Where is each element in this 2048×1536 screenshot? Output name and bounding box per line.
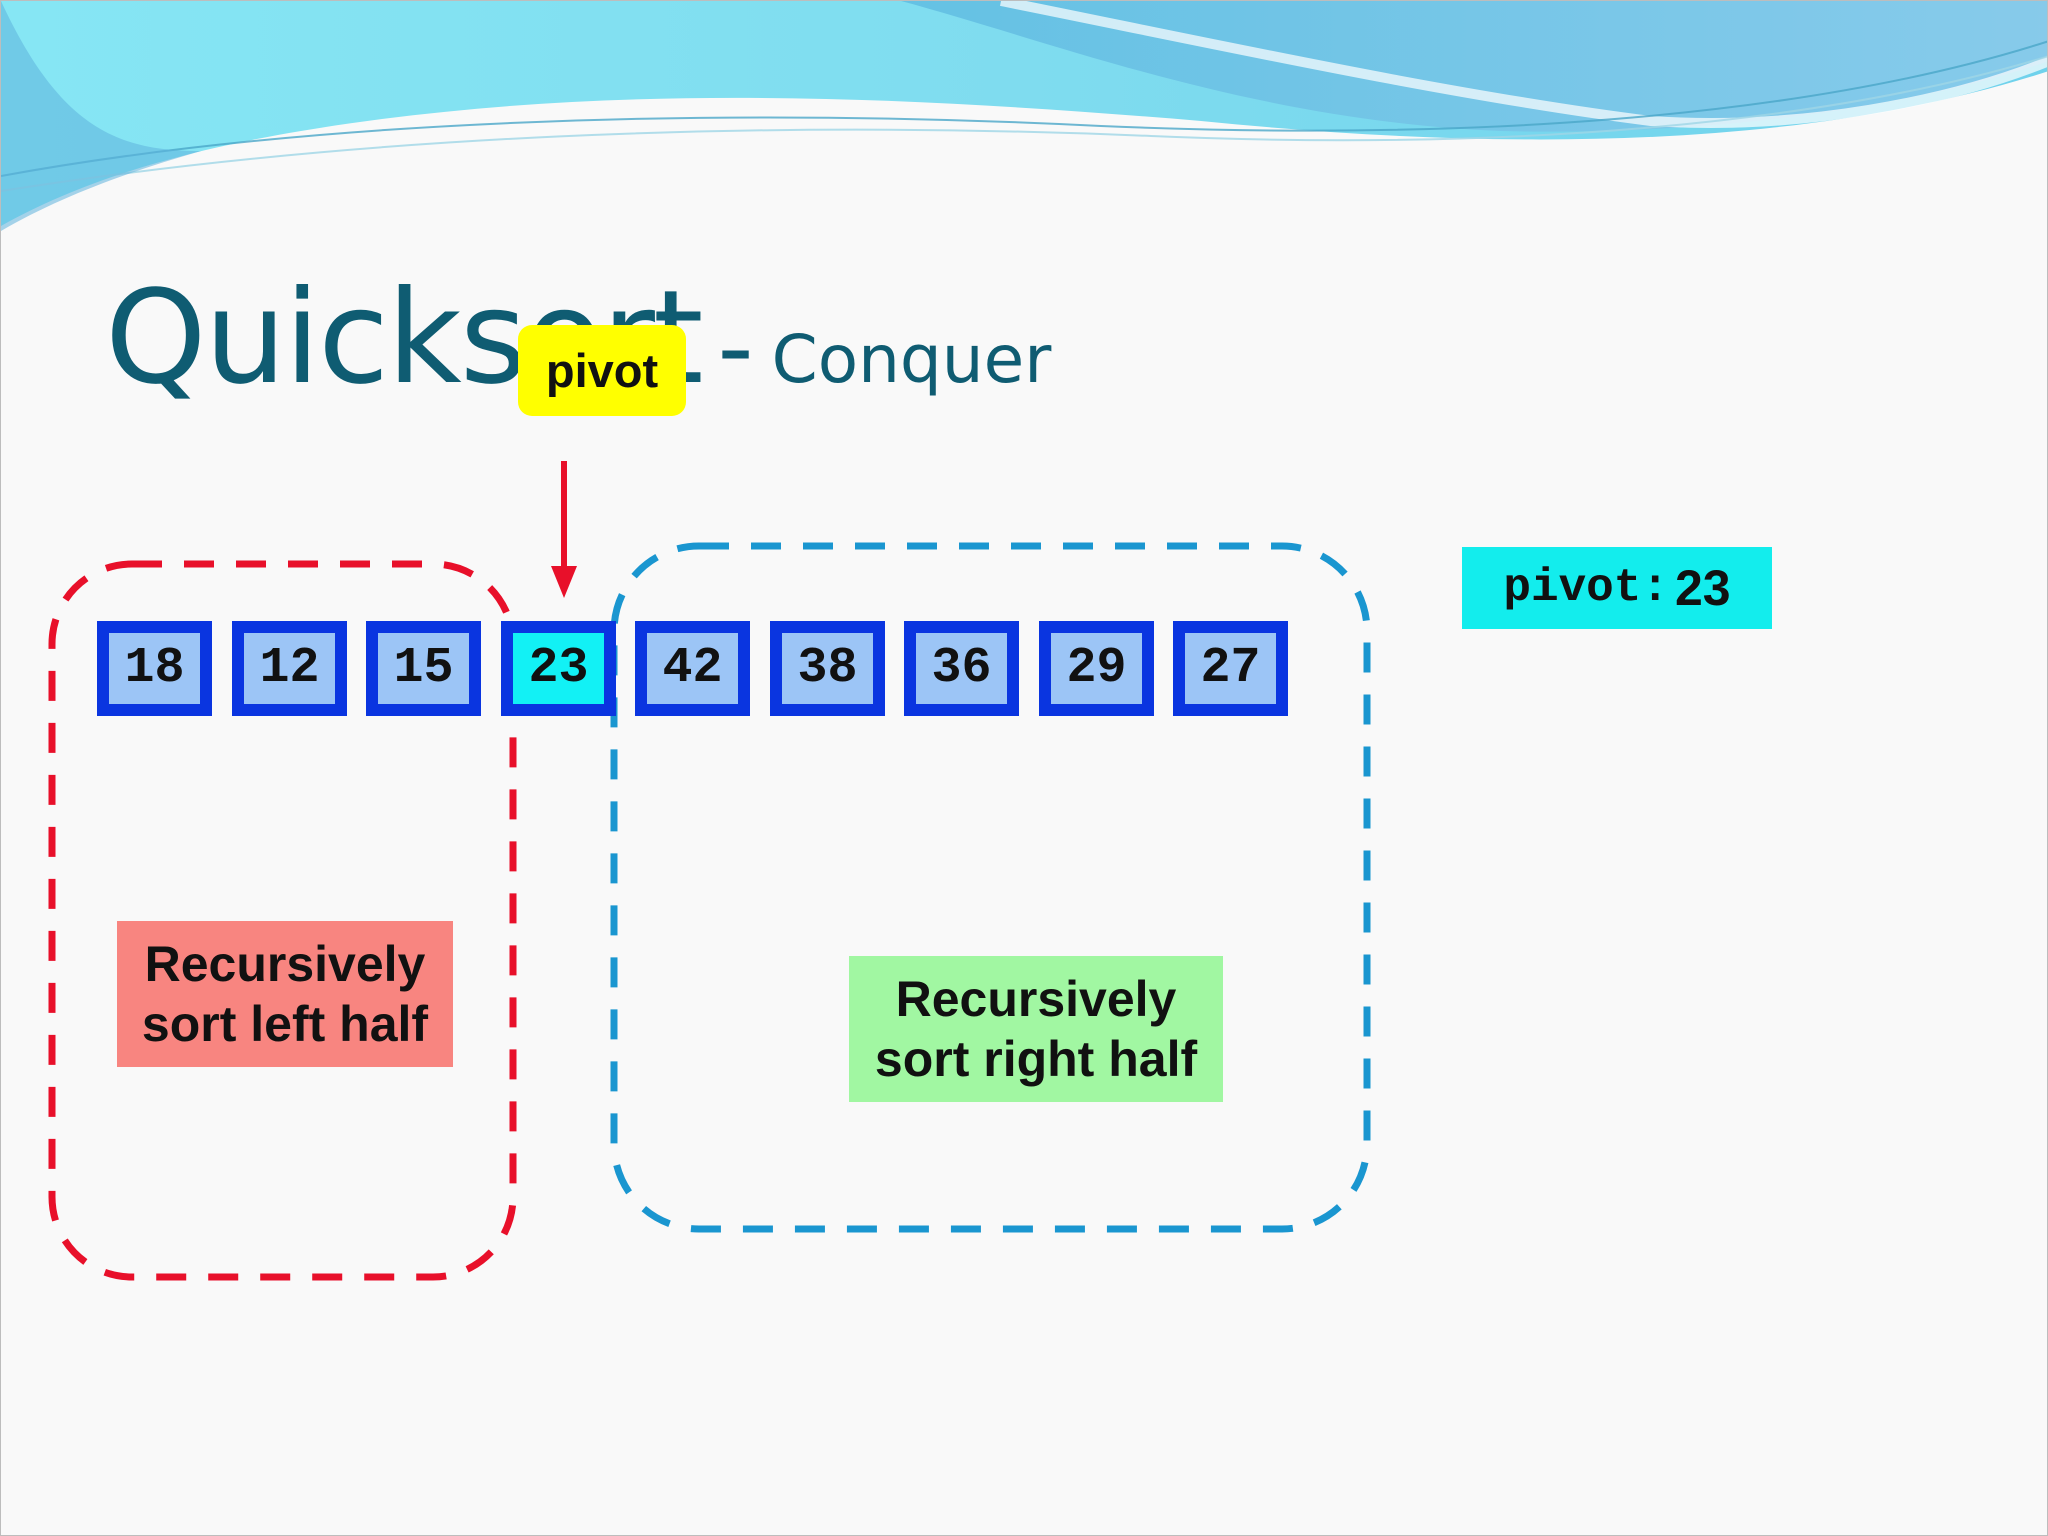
pivot-readout: pivot: 23 xyxy=(1462,547,1772,629)
array-cell: 15 xyxy=(366,621,481,716)
array-cell: 12 xyxy=(232,621,347,716)
right-note-line1: Recursively xyxy=(895,971,1177,1027)
array-cell-pivot: 23 xyxy=(501,621,616,716)
array-cell: 18 xyxy=(97,621,212,716)
right-note-line2: sort right half xyxy=(874,1031,1198,1087)
slide-title: Quicksort-Conquer xyxy=(105,263,1051,413)
title-subtitle: Conquer xyxy=(771,321,1052,398)
pivot-readout-value: 23 xyxy=(1675,560,1731,616)
array-cell: 27 xyxy=(1173,621,1288,716)
array-cell: 42 xyxy=(635,621,750,716)
header-wave-decoration xyxy=(1,1,2047,231)
title-separator: - xyxy=(717,289,754,406)
array-cell: 38 xyxy=(770,621,885,716)
pivot-readout-label: pivot: xyxy=(1503,562,1669,614)
array-cell: 29 xyxy=(1039,621,1154,716)
pivot-callout: pivot xyxy=(518,325,686,416)
left-half-note: Recursively sort left half xyxy=(117,921,453,1067)
left-note-line1: Recursively xyxy=(144,936,426,992)
left-partition-frame xyxy=(48,560,517,1281)
array-cell: 36 xyxy=(904,621,1019,716)
left-note-line2: sort left half xyxy=(141,996,429,1052)
right-half-note: Recursively sort right half xyxy=(849,956,1223,1102)
